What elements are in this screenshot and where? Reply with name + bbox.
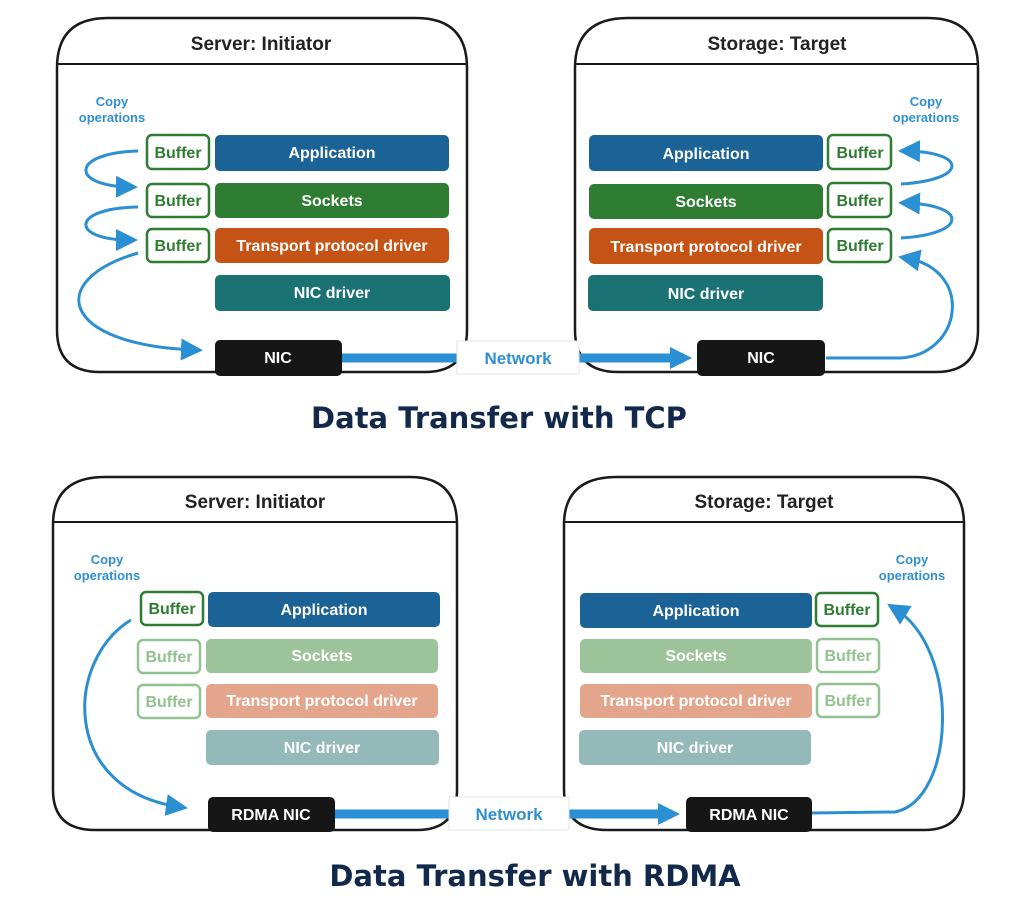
buffer: Buffer — [826, 133, 893, 171]
copy-arrow-icon — [898, 140, 954, 186]
box-title: Storage: Target — [694, 492, 834, 513]
svg-text:Buffer: Buffer — [148, 601, 195, 618]
copy-operations-label: Copy — [910, 94, 943, 109]
layer-sockets: Sockets — [215, 183, 449, 218]
buffer: Buffer — [826, 227, 893, 264]
caption: Data Transfer with RDMA — [329, 859, 741, 893]
copy-arrow-icon — [898, 192, 954, 240]
layer-transport-protocol-driver: Transport protocol driver — [589, 228, 823, 264]
svg-text:Buffer: Buffer — [145, 649, 192, 666]
layer-sockets-faded: Sockets — [206, 639, 438, 673]
buffer-faded: Buffer — [136, 638, 202, 675]
svg-text:Network: Network — [475, 805, 543, 824]
copy-operations-label: operations — [74, 568, 140, 583]
box-title: Storage: Target — [707, 34, 847, 55]
copy-operations-label: operations — [879, 568, 945, 583]
buffer: Buffer — [826, 181, 893, 219]
copy-arrow-icon — [810, 603, 944, 815]
svg-text:Buffer: Buffer — [836, 193, 883, 210]
rdma-initiator-box: Server: Initiator Copy operations Applic… — [51, 475, 459, 832]
copy-operations-label: operations — [893, 110, 959, 125]
svg-text:NIC driver: NIC driver — [657, 740, 733, 757]
copy-arrow-icon — [83, 618, 188, 816]
layer-nic-driver: NIC driver — [215, 275, 450, 311]
layer-nic-driver-faded: NIC driver — [579, 730, 811, 765]
svg-text:Buffer: Buffer — [154, 145, 201, 162]
svg-text:NIC: NIC — [747, 350, 775, 367]
layer-application: Application — [589, 135, 823, 171]
buffer-faded: Buffer — [815, 637, 881, 674]
network-label-box: Network — [456, 340, 580, 375]
svg-text:Buffer: Buffer — [154, 238, 201, 255]
copy-arrow-icon — [84, 205, 139, 251]
box-title: Server: Initiator — [185, 492, 326, 513]
svg-text:Sockets: Sockets — [291, 648, 352, 665]
rdma-nic: RDMA NIC — [686, 797, 812, 832]
copy-arrow-icon — [826, 249, 954, 360]
layer-application: Application — [580, 593, 812, 628]
layer-sockets-faded: Sockets — [580, 639, 812, 673]
layer-sockets: Sockets — [589, 184, 823, 219]
layer-application: Application — [208, 592, 440, 627]
layer-nic-driver-faded: NIC driver — [206, 730, 439, 765]
svg-text:RDMA NIC: RDMA NIC — [709, 807, 789, 824]
svg-text:NIC: NIC — [264, 350, 292, 367]
nic: NIC — [215, 340, 342, 376]
buffer: Buffer — [139, 590, 205, 627]
rdma-target-box: Storage: Target Copy operations Applicat… — [562, 475, 966, 832]
svg-text:Buffer: Buffer — [154, 193, 201, 210]
tcp-initiator-box: Server: Initiator Copy operations Applic… — [55, 16, 469, 376]
svg-text:Buffer: Buffer — [823, 602, 870, 619]
caption: Data Transfer with TCP — [311, 401, 687, 435]
copy-arrow-icon — [84, 149, 139, 198]
layer-transport-protocol-driver-faded: Transport protocol driver — [580, 684, 812, 718]
svg-text:Sockets: Sockets — [675, 194, 736, 211]
copy-operations-label: operations — [79, 110, 145, 125]
copy-operations-label: Copy — [91, 552, 124, 567]
tcp-section: Server: Initiator Copy operations Applic… — [55, 16, 980, 435]
layer-application: Application — [215, 135, 449, 171]
svg-text:Application: Application — [288, 145, 375, 162]
copy-operations-label: Copy — [96, 94, 129, 109]
svg-text:Transport protocol driver: Transport protocol driver — [226, 693, 417, 710]
layer-nic-driver: NIC driver — [588, 275, 823, 311]
layer-transport-protocol-driver: Transport protocol driver — [215, 228, 449, 263]
copy-operations-label: Copy — [896, 552, 929, 567]
buffer-faded: Buffer — [136, 683, 202, 720]
copy-arrow-icon — [77, 251, 203, 361]
buffer: Buffer — [145, 227, 211, 264]
buffer: Buffer — [814, 591, 880, 628]
svg-text:Buffer: Buffer — [824, 693, 871, 710]
svg-text:Application: Application — [652, 603, 739, 620]
svg-text:NIC driver: NIC driver — [294, 285, 370, 302]
box-title: Server: Initiator — [191, 34, 332, 55]
tcp-target-box: Storage: Target Copy operations Applicat… — [573, 16, 980, 376]
svg-text:Transport protocol driver: Transport protocol driver — [610, 239, 801, 256]
svg-text:Buffer: Buffer — [836, 238, 883, 255]
layer-transport-protocol-driver-faded: Transport protocol driver — [206, 684, 438, 718]
buffer: Buffer — [145, 133, 211, 171]
svg-text:RDMA NIC: RDMA NIC — [231, 807, 311, 824]
buffer: Buffer — [145, 182, 211, 219]
nic: NIC — [697, 340, 825, 376]
svg-text:NIC driver: NIC driver — [668, 286, 744, 303]
svg-text:Buffer: Buffer — [836, 145, 883, 162]
svg-text:Transport protocol driver: Transport protocol driver — [236, 238, 427, 255]
svg-text:Buffer: Buffer — [824, 648, 871, 665]
buffer-faded: Buffer — [815, 682, 881, 719]
svg-text:Sockets: Sockets — [665, 648, 726, 665]
svg-text:Buffer: Buffer — [145, 694, 192, 711]
svg-text:Application: Application — [662, 146, 749, 163]
rdma-nic: RDMA NIC — [208, 797, 335, 832]
rdma-section: Server: Initiator Copy operations Applic… — [51, 475, 966, 893]
svg-text:NIC driver: NIC driver — [284, 740, 360, 757]
svg-text:Network: Network — [484, 349, 552, 368]
svg-text:Sockets: Sockets — [301, 193, 362, 210]
network-label-box: Network — [448, 796, 570, 831]
svg-text:Transport protocol driver: Transport protocol driver — [600, 693, 791, 710]
svg-text:Application: Application — [280, 602, 367, 619]
